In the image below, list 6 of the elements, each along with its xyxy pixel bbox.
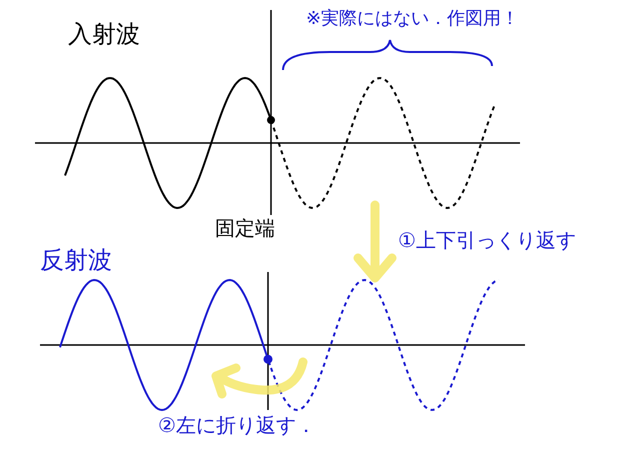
note-text: ※実際にはない．作図用！ <box>306 8 520 30</box>
end-label: 固定端 <box>215 216 275 240</box>
step-label: ②左に折り返す． <box>158 413 316 437</box>
wave-title: 入射波 <box>68 20 140 49</box>
step-label: ①上下引っくり返す <box>398 228 576 252</box>
wave-title: 反射波 <box>40 246 112 275</box>
